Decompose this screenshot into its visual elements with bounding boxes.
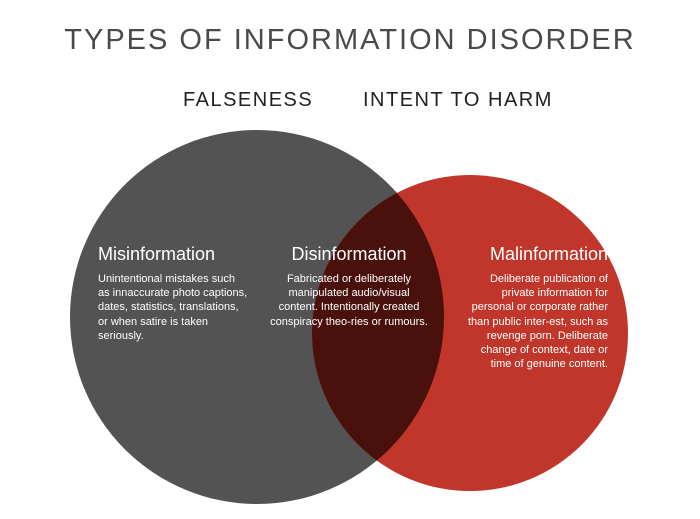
malinformation-description: Deliberate publication of private inform… [467, 273, 608, 371]
page-title: TYPES OF INFORMATION DISORDER [64, 24, 636, 56]
disinformation-description: Fabricated or deliberately manipulated a… [270, 273, 428, 328]
falseness-heading: FALSENESS [183, 89, 314, 111]
malinformation-title: Malinformation [489, 244, 608, 264]
malinformation-region: Malinformation Deliberate publication of… [458, 244, 608, 371]
intent-to-harm-heading: INTENT TO HARM [363, 89, 553, 111]
misinformation-description: Unintentional mistakes such as innaccura… [98, 273, 248, 342]
disinformation-title: Disinformation [291, 244, 407, 264]
misinformation-region: Misinformation Unintentional mistakes su… [98, 244, 248, 343]
disinformation-region: Disinformation Fabricated or deliberatel… [270, 244, 428, 329]
misinformation-title: Misinformation [98, 244, 216, 264]
